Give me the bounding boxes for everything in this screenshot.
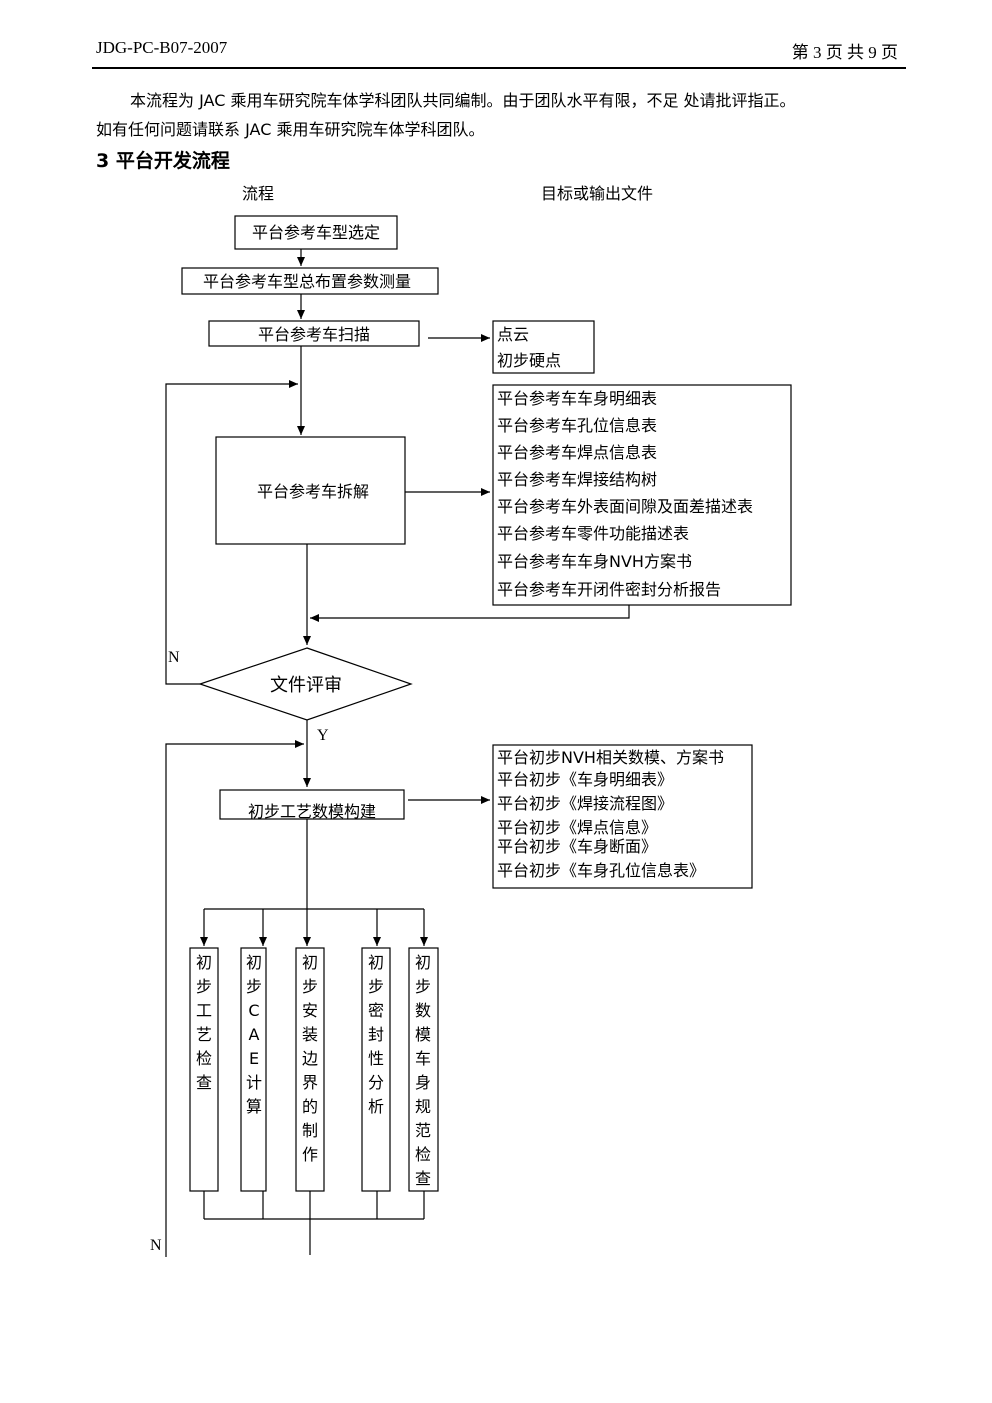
column-heading-flow: 流程 [242,184,275,203]
arrow-review-reject-loop [165,380,298,685]
output-scan-item: 初步硬点 [497,351,561,370]
header-rule [92,67,906,69]
intro-line-2: 如有任何问题请联系 JAC 乘用车研究院车体学科团队。 [96,120,485,139]
output-scan-item: 点云 [497,325,529,344]
substep-box [189,947,219,1192]
output-disassemble-item: 平台参考车车身明细表 [497,389,657,408]
step-scan-box [208,320,420,347]
substep-box [295,947,325,1192]
output-disassemble-item: 平台参考车焊点信息表 [497,443,657,462]
step-prelim-model-box [219,789,405,820]
output-disassemble-item: 平台参考车外表面间隙及面差描述表 [497,497,753,516]
step-measure-label: 平台参考车型总布置参数测量 [203,272,411,291]
output-prelim-item: 平台初步《车身孔位信息表》 [497,861,705,880]
intro-line-1: 本流程为 JAC 乘用车研究院车体学科团队共同编制。由于团队水平有限，不足 处请… [130,91,796,110]
substep-label: 初步密封性分析 [368,953,384,1116]
step-disassemble-label: 平台参考车拆解 [257,482,369,501]
output-disassemble-item: 平台参考车车身NVH方案书 [497,552,692,571]
step-prelim-model-label: 初步工艺数模构建 [248,802,376,821]
step-select-box [234,215,398,250]
document-id: JDG-PC-B07-2007 [96,38,228,57]
label-no-2: N [150,1237,162,1254]
output-prelim-item: 平台初步《焊点信息》 [497,818,657,837]
output-prelim-item: 平台初步《焊接流程图》 [497,794,673,813]
substep-label: 初步数模车身规范检查 [415,953,431,1188]
output-prelim-box [492,744,753,889]
output-disassemble-item: 平台参考车焊接结构树 [497,470,657,489]
output-disassemble-item: 平台参考车开闭件密封分析报告 [497,580,721,599]
step-disassemble-box [215,436,406,545]
step-measure-box [181,267,439,295]
label-yes: Y [317,727,329,744]
output-prelim-item: 平台初步NVH相关数模、方案书 [497,748,724,767]
substep-box [408,947,439,1192]
step-scan-label: 平台参考车扫描 [258,325,370,344]
substep-box [240,947,267,1192]
label-no-1: N [168,649,180,666]
substep-box [361,947,391,1192]
review-label: 文件评审 [270,675,342,696]
output-disassemble-box [492,384,792,606]
output-prelim-item: 平台初步《车身断面》 [497,837,657,856]
output-disassemble-item: 平台参考车孔位信息表 [497,416,657,435]
output-prelim-item: 平台初步《车身明细表》 [497,770,673,789]
arrow-output-feedback [310,605,630,622]
substep-label: 初步安装边界的制作 [302,953,318,1164]
step-select-label: 平台参考车型选定 [252,223,380,242]
section-title: 3 平台开发流程 [96,150,230,172]
substep-label: 初步工艺检查 [196,953,212,1092]
output-scan-box [492,320,595,374]
column-heading-output: 目标或输出文件 [541,184,654,203]
output-disassemble-item: 平台参考车零件功能描述表 [497,524,689,543]
page-number: 第 3 页 共 9 页 [791,43,898,62]
arrow-second-reject-loop [165,740,304,1257]
